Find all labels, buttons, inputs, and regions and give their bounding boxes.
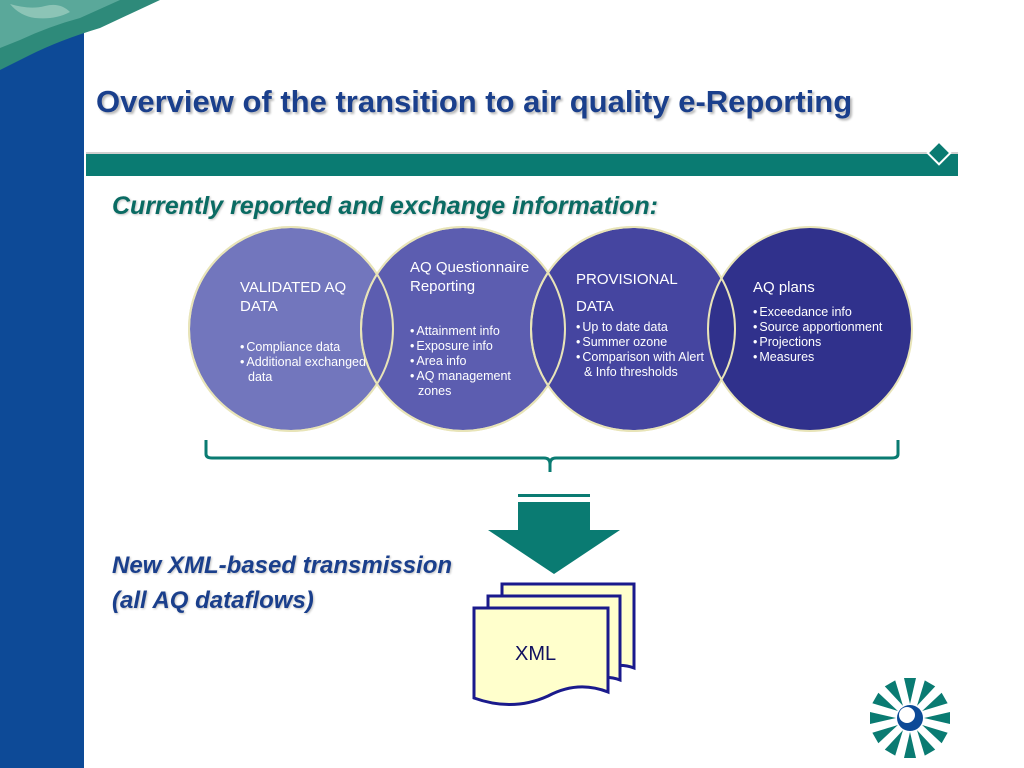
diamond-icon: [926, 140, 952, 166]
circle-provisional-data: PROVISIONAL DATA Up to date data Summer …: [530, 226, 736, 432]
circle-title: VALIDATED AQ DATA: [240, 279, 347, 315]
transmission-label-line2: (all AQ dataflows): [112, 587, 314, 614]
xml-label: XML: [515, 643, 557, 665]
list-item: Projections: [753, 335, 883, 350]
slide-title: Overview of the transition to air qualit…: [96, 84, 853, 119]
list-item: Compliance data: [240, 340, 370, 355]
circle-list: Attainment info Exposure info Area info …: [410, 324, 540, 399]
list-item: Measures: [753, 350, 883, 365]
circle-title: AQ Questionnaire Reporting: [410, 259, 530, 295]
circle-list: Compliance data Additional exchanged dat…: [240, 340, 370, 385]
circle-title: PROVISIONAL DATA: [576, 271, 678, 315]
list-item: Summer ozone: [576, 335, 706, 350]
circle-validated-aq-data: VALIDATED AQ DATA Compliance data Additi…: [188, 226, 394, 432]
circle-title: AQ plans: [753, 279, 815, 296]
down-arrow-icon: [488, 494, 620, 574]
grouping-brace: [204, 440, 900, 472]
left-brand-bar: [0, 0, 84, 768]
list-item: Additional exchanged data: [240, 355, 370, 385]
title-underline-band: [86, 152, 958, 176]
circle-list: Up to date data Summer ozone Comparison …: [576, 320, 706, 380]
list-item: Up to date data: [576, 320, 706, 335]
list-item: Comparison with Alert & Info thresholds: [576, 350, 706, 380]
transmission-label-line1: New XML-based transmission: [112, 552, 453, 579]
section-subtitle: Currently reported and exchange informat…: [112, 192, 658, 220]
corner-map-graphic: [0, 0, 160, 70]
list-item: AQ management zones: [410, 369, 540, 399]
list-item: Exposure info: [410, 339, 540, 354]
list-item: Attainment info: [410, 324, 540, 339]
list-item: Source apportionment: [753, 320, 883, 335]
circle-aq-plans: AQ plans Exceedance info Source apportio…: [707, 226, 913, 432]
circle-list: Exceedance info Source apportionment Pro…: [753, 305, 883, 365]
eea-logo-icon: [870, 678, 950, 758]
list-item: Exceedance info: [753, 305, 883, 320]
xml-document-stack-icon: [472, 582, 636, 707]
list-item: Area info: [410, 354, 540, 369]
